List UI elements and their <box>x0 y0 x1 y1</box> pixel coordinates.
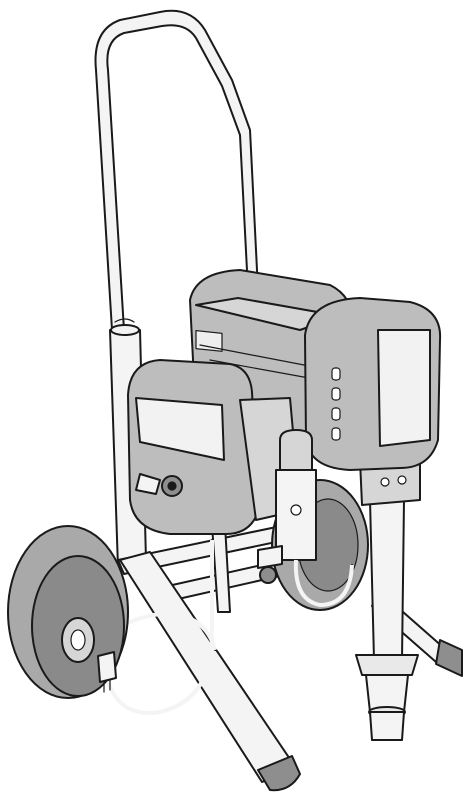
gear-box <box>127 359 301 535</box>
power-plug <box>97 651 117 693</box>
control-box <box>304 297 442 471</box>
fluid-pump <box>355 448 421 741</box>
filter-manifold <box>257 429 317 584</box>
